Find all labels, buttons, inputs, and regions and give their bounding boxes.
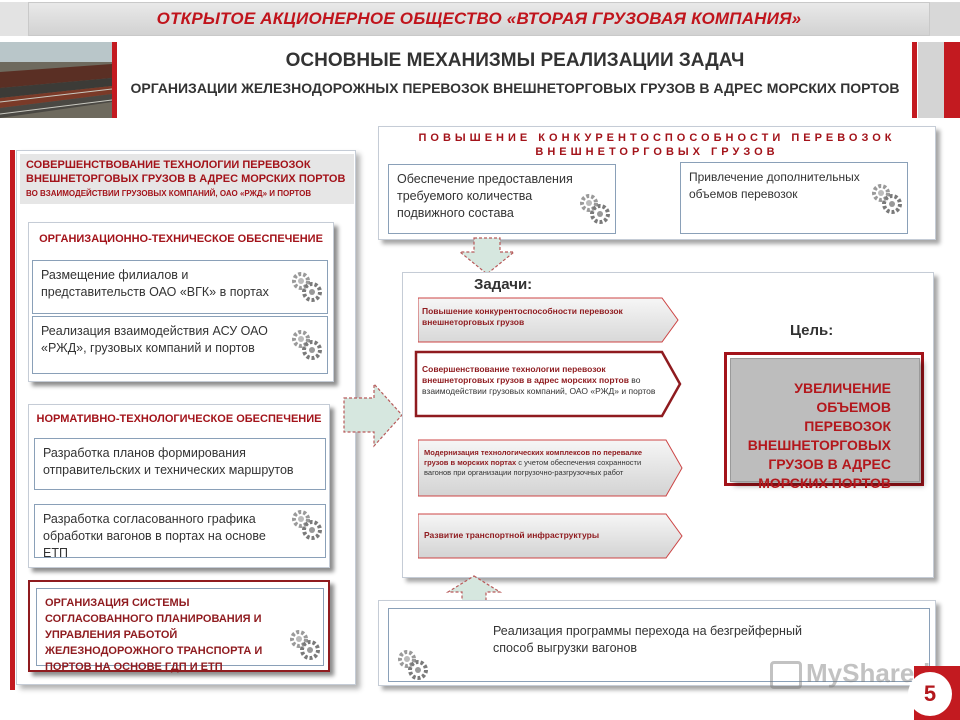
- header-left-block: [0, 2, 28, 36]
- task-1-text: Повышение конкурентоспособности перевозо…: [422, 306, 658, 328]
- gears-icon: [287, 627, 321, 661]
- org-item-2-text: Реализация взаимодействия АСУ ОАО «РЖД»,…: [41, 323, 291, 357]
- gears-icon: [577, 191, 611, 225]
- left-red-bar: [10, 150, 15, 690]
- header-right-block: [930, 2, 960, 36]
- goal-label: Цель:: [790, 322, 833, 339]
- attraction-box: Привлечение дополнительных объемов перев…: [680, 162, 908, 234]
- task-3-box: Модернизация технологических комплексов …: [424, 448, 664, 478]
- watermark: MyShared: [770, 658, 930, 689]
- company-name: ОТКРЫТОЕ АКЦИОНЕРНОЕ ОБЩЕСТВО «ВТОРАЯ ГР…: [29, 9, 929, 29]
- gears-icon: [289, 327, 323, 361]
- header-red-strip: [112, 42, 117, 118]
- task-2-box: Совершенствование технологии перевозок в…: [422, 364, 662, 397]
- competitiveness-title: ПОВЫШЕНИЕ КОНКУРЕНТОСПОСОБНОСТИ ПЕРЕВОЗО…: [379, 131, 935, 159]
- org-item-1: Размещение филиалов и представительств О…: [32, 260, 328, 314]
- gears-icon: [289, 269, 323, 303]
- org-item-1-text: Размещение филиалов и представительств О…: [41, 267, 281, 301]
- org-item-2: Реализация взаимодействия АСУ ОАО «РЖД»,…: [32, 316, 328, 374]
- provision-box: Обеспечение предоставления требуемого ко…: [388, 164, 616, 234]
- slide-title: ОСНОВНЫЕ МЕХАНИЗМЫ РЕАЛИЗАЦИИ ЗАДАЧ: [120, 50, 910, 72]
- org-tech-title: ОРГАНИЗАЦИОННО-ТЕХНИЧЕСКОЕ ОБЕСПЕЧЕНИЕ: [29, 233, 333, 245]
- system-box: ОРГАНИЗАЦИЯ СИСТЕМЫ СОГЛАСОВАННОГО ПЛАНИ…: [36, 588, 324, 666]
- norm-item-1: Разработка планов формирования отправите…: [34, 438, 326, 490]
- norm-item-2-text: Разработка согласованного графика обрабо…: [43, 511, 293, 562]
- gears-icon: [289, 507, 323, 541]
- norm-title: НОРМАТИВНО-ТЕХНОЛОГИЧЕСКОЕ ОБЕСПЕЧЕНИЕ: [29, 413, 329, 425]
- gears-icon: [395, 647, 429, 681]
- company-header-bar: ОТКРЫТОЕ АКЦИОНЕРНОЕ ОБЩЕСТВО «ВТОРАЯ ГР…: [28, 2, 930, 36]
- norm-item-2: Разработка согласованного графика обрабо…: [34, 504, 326, 558]
- norm-item-1-text: Разработка планов формирования отправите…: [43, 445, 317, 479]
- arrow-down-icon: [458, 236, 516, 276]
- gears-icon: [869, 181, 903, 215]
- page-number: 5: [908, 672, 952, 716]
- header-red-strip-right: [912, 42, 917, 118]
- goal-text: УВЕЛИЧЕНИЕ ОБЪЕМОВ ПЕРЕВОЗОК ВНЕШНЕТОРГО…: [741, 379, 891, 493]
- attraction-text: Привлечение дополнительных объемов перев…: [689, 169, 869, 203]
- watermark-logo-icon: [770, 661, 802, 689]
- left-heading: СОВЕРШЕНСТВОВАНИЕ ТЕХНОЛОГИИ ПЕРЕВОЗОК В…: [26, 158, 352, 186]
- header-red-block: [944, 42, 960, 118]
- arrow-right-icon: [342, 382, 404, 448]
- railway-photo: [0, 42, 112, 118]
- system-text: ОРГАНИЗАЦИЯ СИСТЕМЫ СОГЛАСОВАННОГО ПЛАНИ…: [45, 595, 295, 675]
- slide-subtitle: ОРГАНИЗАЦИИ ЖЕЛЕЗНОДОРОЖНЫХ ПЕРЕВОЗОК ВН…: [120, 78, 910, 98]
- goal-box: УВЕЛИЧЕНИЕ ОБЪЕМОВ ПЕРЕВОЗОК ВНЕШНЕТОРГО…: [730, 358, 920, 482]
- provision-text: Обеспечение предоставления требуемого ко…: [397, 171, 587, 222]
- bottom-text: Реализация программы перехода на безгрей…: [493, 623, 833, 657]
- tasks-label: Задачи:: [474, 276, 532, 293]
- header-gray-block: [918, 42, 944, 118]
- left-heading-block: СОВЕРШЕНСТВОВАНИЕ ТЕХНОЛОГИИ ПЕРЕВОЗОК В…: [20, 154, 354, 204]
- left-heading-sub: ВО ВЗАИМОДЕЙСТВИИ ГРУЗОВЫХ КОМПАНИЙ, ОАО…: [26, 189, 352, 198]
- task-4-text: Развитие транспортной инфраструктуры: [424, 530, 664, 540]
- task-2-title: Совершенствование технологии перевозок в…: [422, 364, 629, 385]
